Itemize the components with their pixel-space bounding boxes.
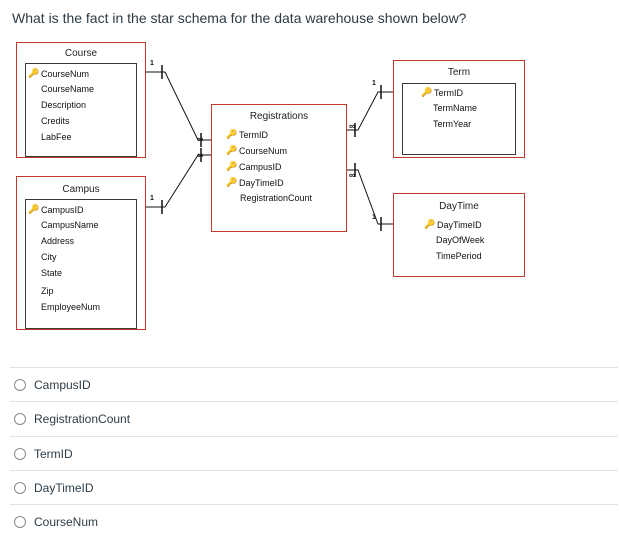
answer-option[interactable]: DayTimeID xyxy=(10,470,618,505)
field-row: 🔑DayTimeID xyxy=(226,177,284,188)
table-title: DayTime xyxy=(439,201,479,212)
key-icon: 🔑 xyxy=(226,145,238,155)
daytime-table: DayTime 🔑DayTimeID DayOfWeek TimePeriod xyxy=(393,193,525,277)
cardinality-many: ∞ xyxy=(197,150,204,160)
option-label: DayTimeID xyxy=(34,481,94,495)
cardinality-one: 1 xyxy=(372,214,376,221)
field-row: 🔑CourseNum xyxy=(226,145,288,156)
key-icon: 🔑 xyxy=(226,129,238,139)
field-row: EmployeeNum xyxy=(41,302,101,312)
table-title: Registrations xyxy=(249,111,309,122)
field-row: TimePeriod xyxy=(436,251,482,261)
key-icon: 🔑 xyxy=(226,177,238,187)
key-icon: 🔑 xyxy=(421,87,433,97)
option-label: RegistrationCount xyxy=(34,412,131,426)
key-icon: 🔑 xyxy=(226,161,238,171)
answer-option[interactable]: CampusID xyxy=(10,367,618,402)
registrations-table: Registrations 🔑TermID 🔑CourseNum 🔑Campus… xyxy=(211,104,347,232)
field-row: 🔑TermID xyxy=(226,129,268,140)
cardinality-one: 1 xyxy=(372,80,376,87)
field-row: TermYear xyxy=(433,119,472,129)
field-row: 🔑CourseNum xyxy=(28,68,90,79)
star-schema-diagram: 1 ∞ 1 ∞ ∞ 1 ∞ 1 Course 🔑CourseNum Course… xyxy=(16,42,525,330)
key-icon: 🔑 xyxy=(28,204,40,214)
answer-option[interactable]: RegistrationCount xyxy=(10,401,618,436)
field-row: Credits xyxy=(41,116,70,126)
field-row: RegistrationCount xyxy=(240,193,313,203)
field-row: Address xyxy=(41,236,75,246)
radio-button[interactable] xyxy=(14,413,26,425)
field-row: 🔑DayTimeID xyxy=(424,219,482,230)
option-label: CourseNum xyxy=(34,515,99,529)
option-label: CampusID xyxy=(34,378,91,392)
radio-button[interactable] xyxy=(14,482,26,494)
term-table: Term 🔑TermID TermName TermYear xyxy=(393,60,525,158)
field-row: LabFee xyxy=(41,132,72,142)
field-row: TermName xyxy=(433,103,478,113)
field-row: CampusName xyxy=(41,220,99,230)
field-row: State xyxy=(41,268,63,278)
field-row: CourseName xyxy=(41,84,95,94)
answer-option[interactable]: TermID xyxy=(10,436,618,471)
table-title: Term xyxy=(447,67,471,78)
field-row: 🔑CampusID xyxy=(226,161,282,172)
field-row: Zip xyxy=(41,286,54,296)
table-title: Course xyxy=(64,48,98,59)
campus-table: Campus 🔑CampusID CampusName Address City… xyxy=(16,176,146,330)
cardinality-many: ∞ xyxy=(349,170,356,180)
table-title: Campus xyxy=(62,184,100,195)
radio-button[interactable] xyxy=(14,448,26,460)
option-label: TermID xyxy=(34,447,73,461)
field-row: DayOfWeek xyxy=(436,235,485,245)
cardinality-many: ∞ xyxy=(349,121,356,131)
cardinality-one: 1 xyxy=(150,60,154,67)
cardinality-many: ∞ xyxy=(197,134,204,144)
radio-button[interactable] xyxy=(14,379,26,391)
course-table: Course 🔑CourseNum CourseName Description… xyxy=(16,42,146,158)
field-row: City xyxy=(41,252,57,262)
field-row: 🔑TermID xyxy=(421,87,463,98)
relationship-lines xyxy=(145,65,393,231)
field-row: 🔑CampusID xyxy=(28,204,84,215)
key-icon: 🔑 xyxy=(28,68,40,78)
cardinality-one: 1 xyxy=(150,195,154,202)
answer-option[interactable]: CourseNum xyxy=(10,504,618,539)
question-text: What is the fact in the star schema for … xyxy=(12,10,467,26)
key-icon: 🔑 xyxy=(424,219,436,229)
field-row: Description xyxy=(41,100,87,110)
radio-button[interactable] xyxy=(14,516,26,528)
